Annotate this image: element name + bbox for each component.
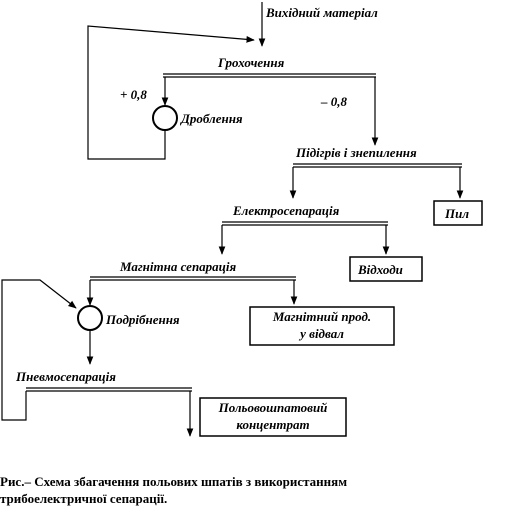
concentrate-box <box>199 397 347 437</box>
screening-bar <box>163 73 376 78</box>
pneumosep-bar <box>26 387 192 392</box>
grinding-mill-symbol <box>77 305 103 331</box>
waste-box <box>349 256 423 282</box>
magnetic-product-line2: у відвал <box>298 326 344 341</box>
figure-caption-line1: Рис.– Схема збагачення польових шпатів з… <box>0 474 347 489</box>
source-label: Вихідний матеріал <box>265 5 378 20</box>
waste-label: Відходи <box>357 262 403 277</box>
electrosep-label: Електросепарація <box>232 203 340 218</box>
magnetic-product-box <box>249 306 395 346</box>
magnetic-product-line1: Магнітний прод. <box>272 309 371 324</box>
crushing-mill-symbol <box>152 105 178 131</box>
pneumosep-recycle-line <box>1 279 77 421</box>
concentrate-line1: Польовошпатовий <box>218 400 328 415</box>
pneumosep-label: Пневмосепарація <box>15 369 116 384</box>
dust-label: Пил <box>444 206 469 221</box>
heating-label: Підігрів і знепилення <box>295 145 417 160</box>
figure-caption-line2: трибоелектричної сепарації. <box>0 491 167 506</box>
screening-label: Грохочення <box>217 55 285 70</box>
electrosep-bar <box>222 221 388 226</box>
crushing-label: Дроблення <box>180 111 243 126</box>
magsep-bar <box>90 276 296 281</box>
concentrate-line2: концентрат <box>236 417 309 432</box>
plus-fraction-label: + 0,8 <box>120 87 147 102</box>
crushing-recycle-line <box>87 25 255 160</box>
minus-fraction-label: – 0,8 <box>320 94 348 109</box>
heating-bar <box>293 163 462 168</box>
dust-box <box>433 200 483 226</box>
magsep-label: Магнітна сепарація <box>119 259 237 274</box>
grinding-label: Подрібнення <box>105 312 180 327</box>
